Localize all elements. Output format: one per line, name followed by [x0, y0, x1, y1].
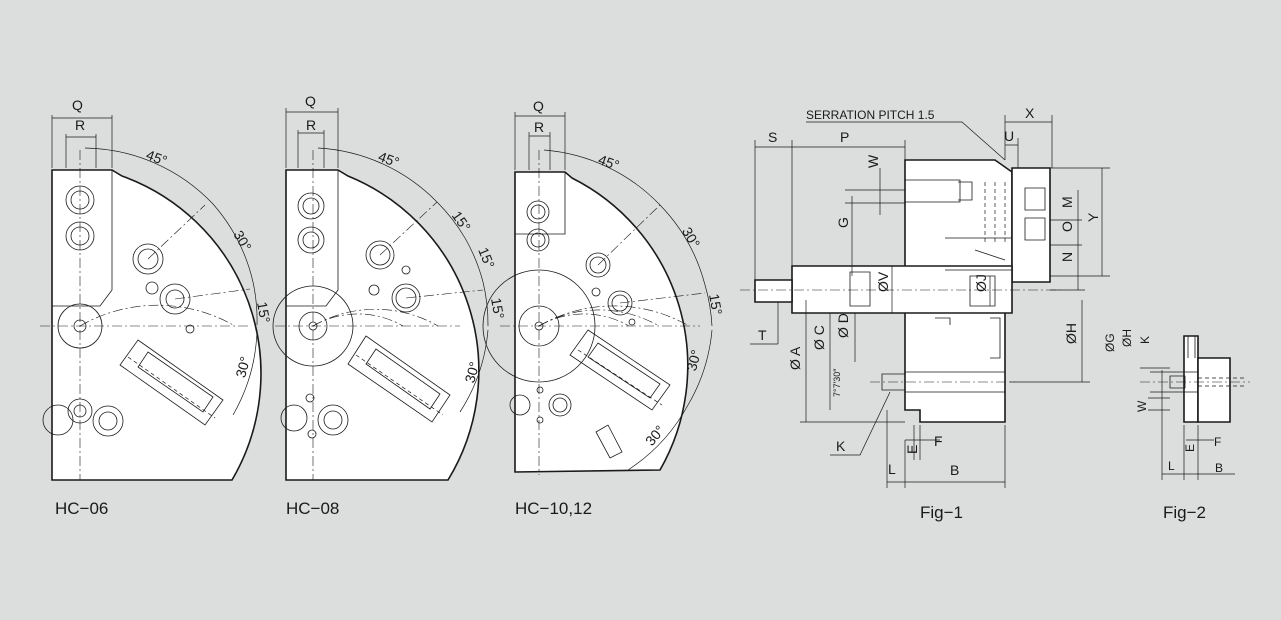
fig1-dim-g: G [835, 217, 851, 228]
fig1-caption: Fig−1 [920, 503, 963, 522]
fig1-dim-b: B [950, 462, 959, 478]
fig1-dim-v: ØV [875, 271, 891, 292]
fig1-dim-angles: 7°7′30″ [832, 368, 842, 397]
fig1-dim-e: E [904, 445, 920, 454]
hc08-angle-15a: 15° [449, 208, 474, 235]
hc06-angle-30b: 30° [232, 355, 253, 380]
fig2-dim-g: ØG [1103, 333, 1117, 352]
hc06-drawing [40, 115, 262, 481]
hc06-angle-45: 45° [144, 146, 169, 168]
fig2-dim-b: B [1215, 461, 1223, 475]
hc06-angle-15: 15° [254, 301, 273, 325]
fig1-dim-t: T [758, 327, 767, 343]
hc08-angle-30: 30° [461, 360, 482, 385]
fig2-caption: Fig−2 [1163, 503, 1206, 522]
hc08-angle-15b: 15° [475, 245, 498, 271]
fig2-dim-k: K [1138, 336, 1152, 344]
fig1-dim-s: S [768, 129, 777, 145]
hc08-dim-q: Q [305, 93, 316, 109]
hc06-caption: HC−06 [55, 499, 108, 518]
fig1-dim-k: K [836, 438, 846, 454]
fig1-dim-o: O [1059, 221, 1075, 232]
fig1-dim-x: X [1025, 105, 1035, 121]
fig1-dim-c: Ø C [811, 325, 827, 350]
hc1012-angle-30a: 30° [679, 224, 703, 250]
fig1-dim-y: Y [1085, 212, 1101, 222]
fig1-dim-w: W [865, 154, 881, 168]
fig1-drawing [740, 115, 1110, 488]
fig1-serration-label: SERRATION PITCH 1.5 [806, 108, 935, 122]
fig1-dim-p: P [840, 129, 849, 145]
fig1-dim-u: U [1004, 128, 1014, 144]
hc1012-angle-15: 15° [706, 293, 725, 317]
fig2-dim-f: F [1214, 435, 1221, 449]
hc1012-angle-30b: 30° [683, 348, 704, 373]
hc08-angle-15c: 15° [488, 297, 507, 321]
hc06-angle-30a: 30° [230, 227, 254, 253]
hc1012-dim-q: Q [533, 98, 544, 114]
hc06-dim-r: R [75, 117, 85, 133]
fig1-dim-f: F [934, 433, 943, 449]
hc1012-caption: HC−10,12 [515, 499, 592, 518]
hc08-caption: HC−08 [286, 499, 339, 518]
fig1-dim-j: ØJ [973, 274, 989, 292]
hc08-drawing [272, 108, 489, 481]
fig1-dim-d: Ø D [835, 313, 851, 338]
hc1012-dim-r: R [534, 119, 544, 135]
hc08-angle-45: 45° [376, 148, 401, 170]
fig2-dim-l: L [1168, 459, 1175, 473]
fig2-dim-h: ØH [1120, 329, 1134, 347]
hc1012-angle-45: 45° [596, 151, 621, 173]
fig1-dim-n: N [1059, 252, 1075, 262]
fig2-dim-e: E [1183, 444, 1197, 452]
fig2-drawing [1140, 335, 1250, 480]
fig1-dim-m: M [1059, 196, 1075, 208]
fig1-dim-l: L [888, 461, 896, 477]
hc06-dim-q: Q [72, 97, 83, 113]
hc08-dim-r: R [306, 117, 316, 133]
fig1-dim-a: Ø A [787, 346, 803, 370]
hc1012-drawing [482, 112, 713, 475]
fig2-dim-w: W [1135, 400, 1149, 412]
fig1-dim-h: ØH [1063, 323, 1079, 344]
